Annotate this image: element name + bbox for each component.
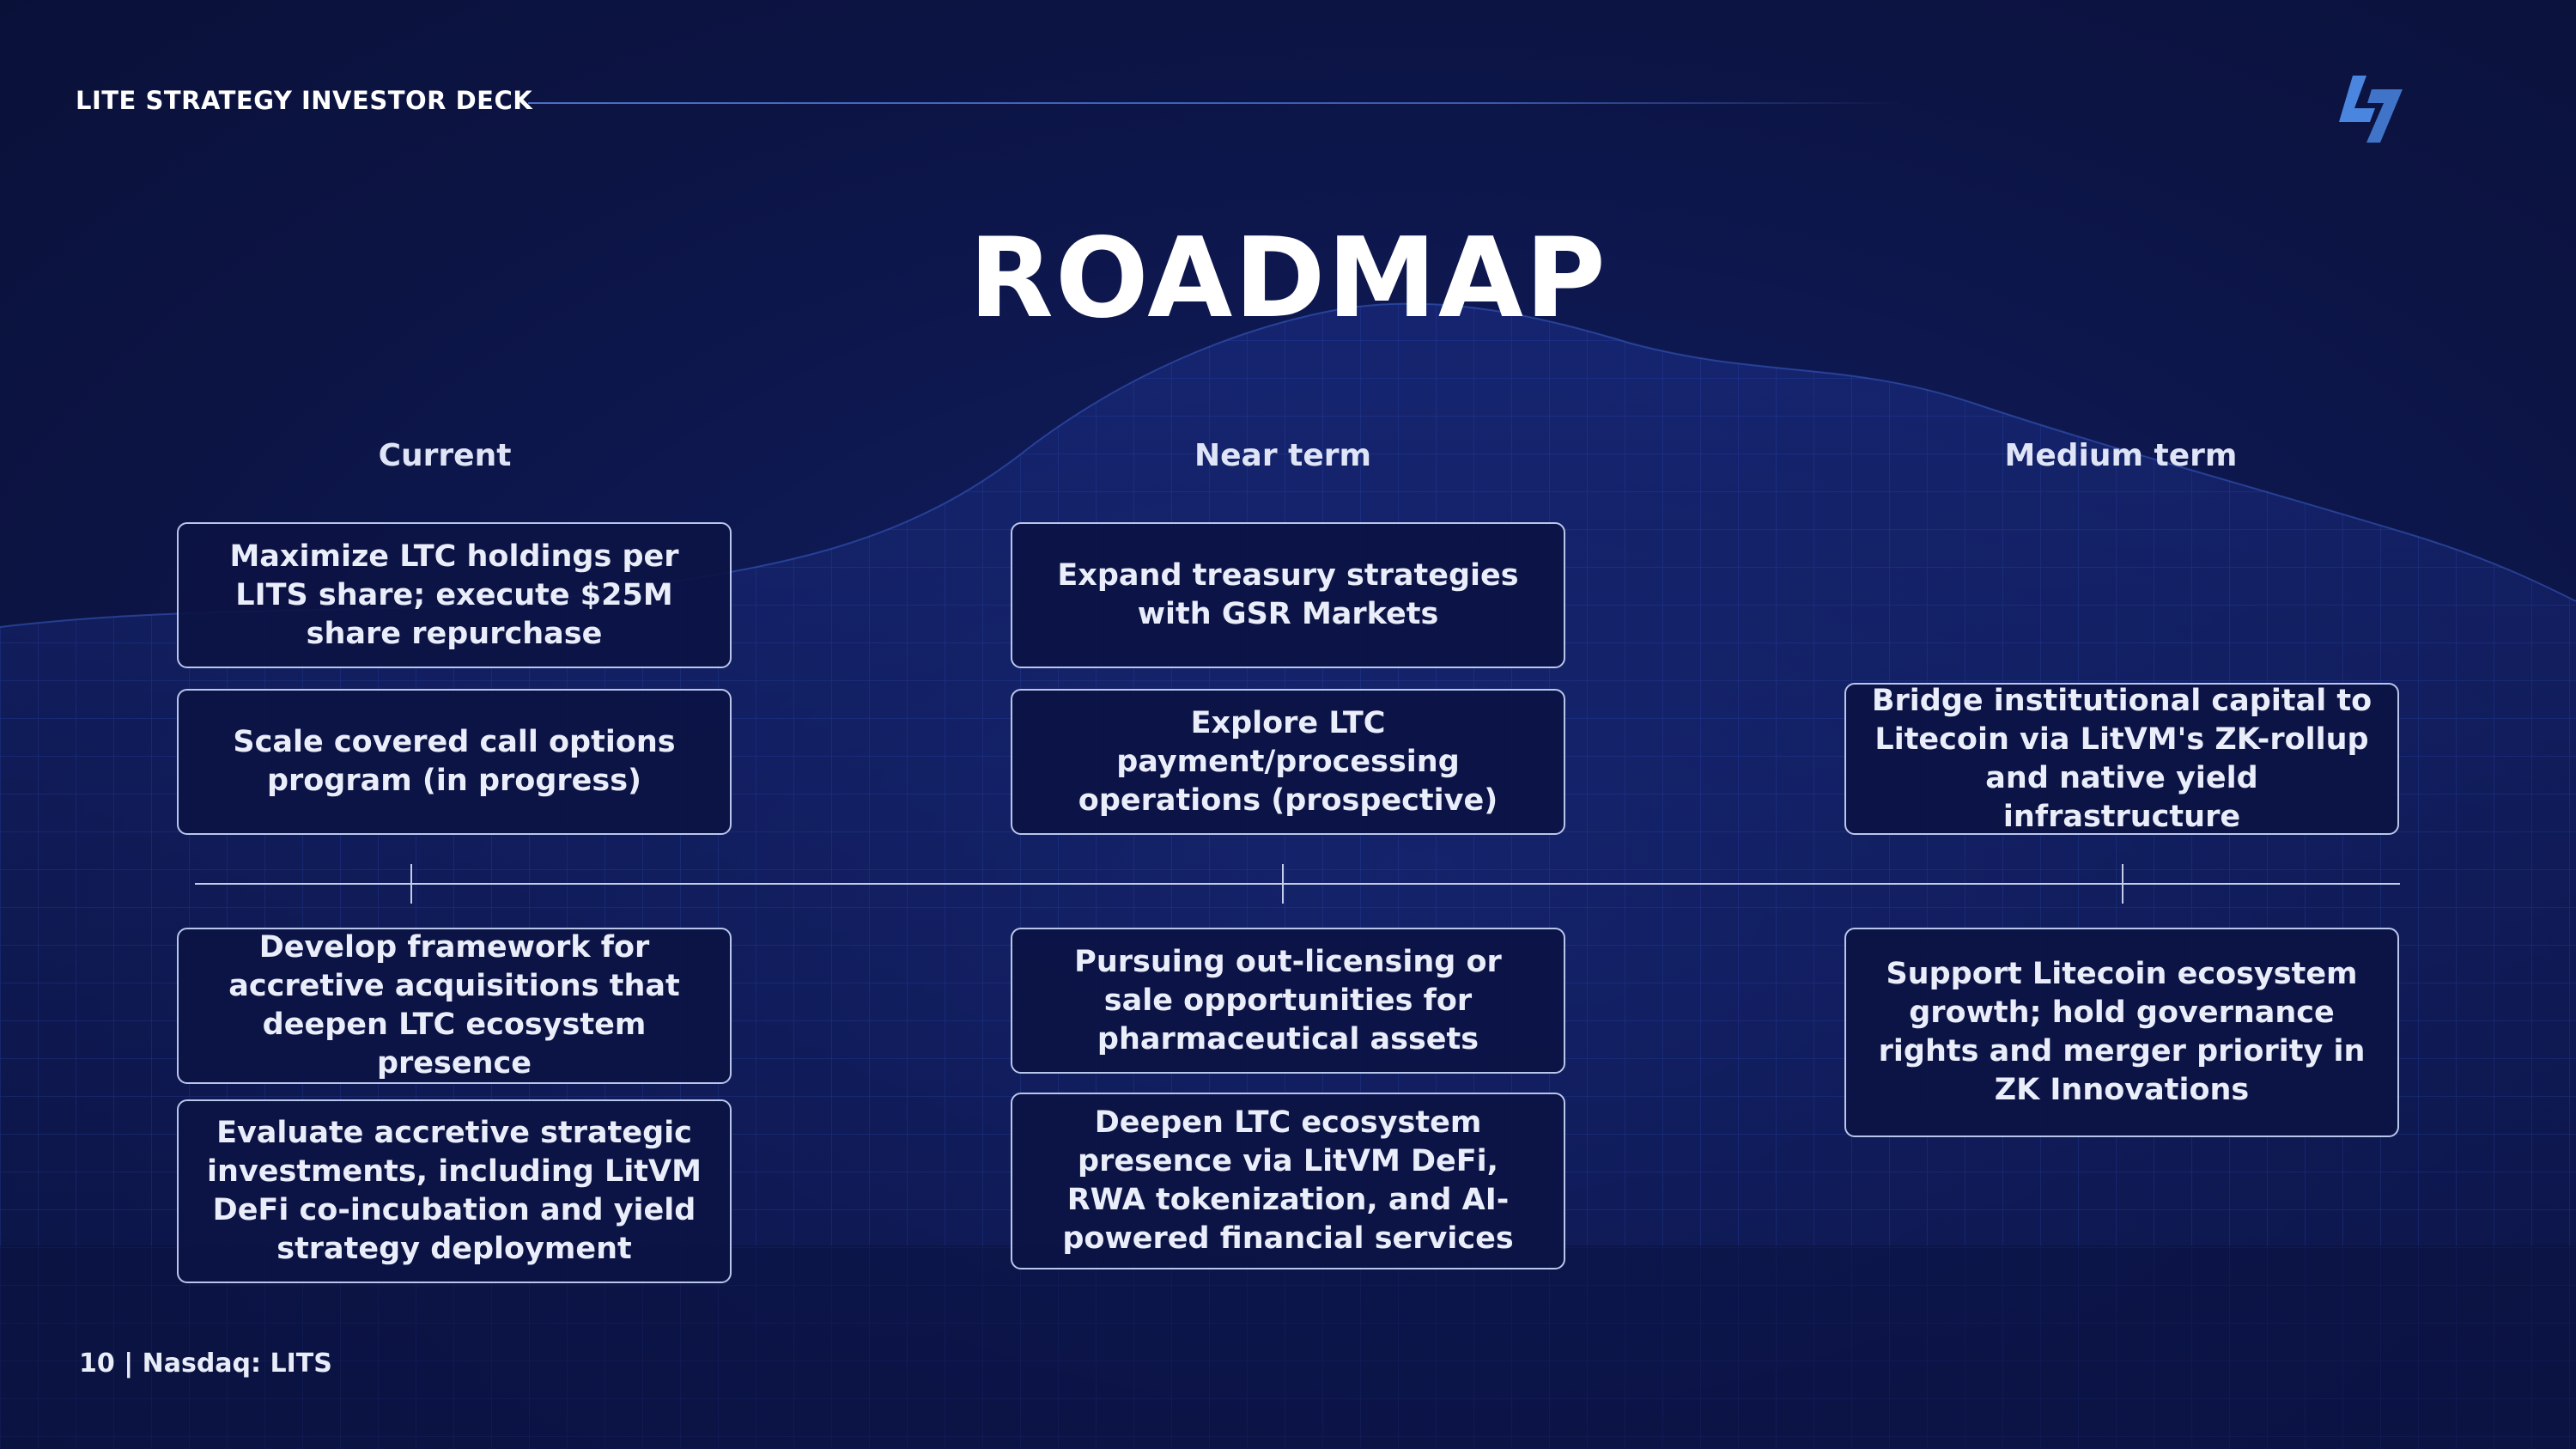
roadmap-card-medium-term-1: Bridge institutional capital to Litecoin… [1844,683,2399,835]
timeline-axis [195,883,2400,885]
column-heading-medium-term: Medium term [2004,438,2238,473]
roadmap-card-current-3: Develop framework for accretive acquisit… [177,928,732,1084]
roadmap-card-near-term-1: Expand treasury strategies with GSR Mark… [1011,522,1565,668]
column-heading-current: Current [378,438,512,473]
roadmap-card-near-term-4: Deepen LTC ecosystem presence via LitVM … [1011,1093,1565,1269]
page-number: 10 [79,1349,115,1379]
footer-separator: | [124,1349,134,1379]
roadmap-card-near-term-2: Explore LTC payment/processing operation… [1011,689,1565,835]
page-title: ROADMAP [969,215,1607,343]
roadmap-card-current-2: Scale covered call options program (in p… [177,689,732,835]
lits-logo-icon [2339,76,2403,143]
header-divider [528,102,1902,104]
ticker-label: Nasdaq: LITS [142,1349,332,1379]
timeline-tick-medium-term [2122,864,2123,904]
timeline-tick-near-term [1282,864,1284,904]
deck-title: LITE STRATEGY INVESTOR DECK [76,86,533,115]
roadmap-card-current-4: Evaluate accretive strategic investments… [177,1099,732,1283]
roadmap-card-near-term-3: Pursuing out-licensing or sale opportuni… [1011,928,1565,1074]
timeline-tick-current [410,864,412,904]
roadmap-card-current-1: Maximize LTC holdings per LITS share; ex… [177,522,732,668]
roadmap-card-medium-term-2: Support Litecoin ecosystem growth; hold … [1844,928,2399,1137]
footer: 10 | Nasdaq: LITS [79,1349,332,1379]
column-heading-near-term: Near term [1194,438,1371,473]
